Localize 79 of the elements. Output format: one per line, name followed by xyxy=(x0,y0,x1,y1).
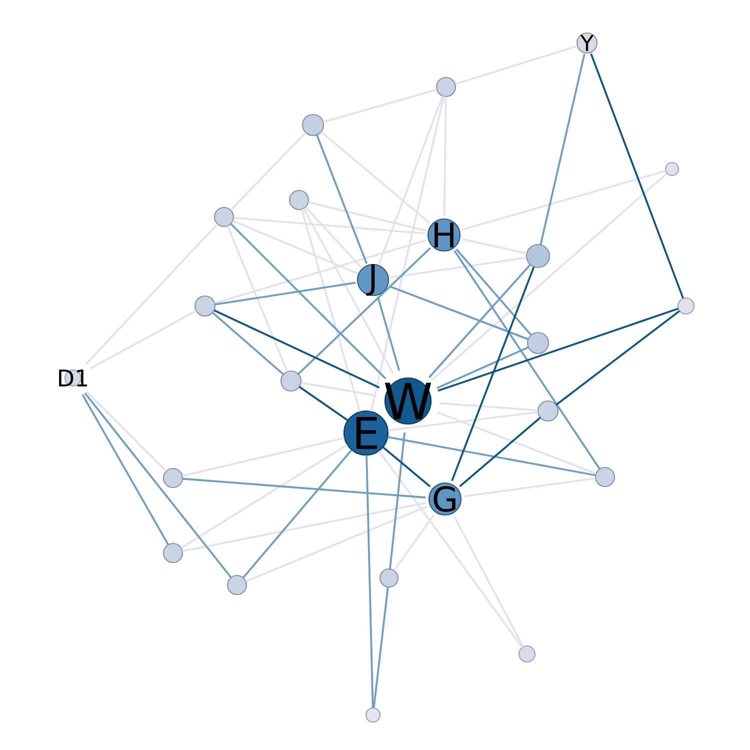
edge-line xyxy=(234,216,426,234)
edge-line xyxy=(300,382,377,397)
node-circle xyxy=(436,76,456,98)
node-circle xyxy=(194,295,216,317)
edge-line xyxy=(462,238,527,254)
edge-line xyxy=(453,516,524,648)
node-circle xyxy=(379,568,399,588)
edge-line xyxy=(230,223,386,380)
edge-line xyxy=(437,412,596,474)
node-circle xyxy=(526,332,550,354)
edge-line xyxy=(182,437,345,477)
edge-line xyxy=(320,131,430,224)
node-circle xyxy=(226,574,248,596)
edge-line xyxy=(440,402,538,412)
node-circle xyxy=(526,244,550,268)
edge-line xyxy=(182,478,426,498)
node-circle xyxy=(302,114,324,136)
edge-line xyxy=(438,308,679,392)
edge-line xyxy=(232,220,358,274)
edge-line xyxy=(214,309,380,388)
edge-line xyxy=(86,390,167,472)
edge-line xyxy=(459,416,541,488)
edge-line xyxy=(462,170,666,231)
edge-line xyxy=(590,53,684,299)
edge-line xyxy=(308,201,426,232)
edge-line xyxy=(394,514,435,572)
edge-line xyxy=(382,446,431,488)
edge-line xyxy=(431,172,668,381)
edge-line xyxy=(316,134,368,264)
edge-line xyxy=(454,46,576,86)
edge-line xyxy=(370,96,445,412)
edge-line xyxy=(182,502,426,552)
edge-line xyxy=(389,285,528,340)
edge-line xyxy=(428,264,531,378)
edge-line xyxy=(302,208,394,374)
edge-line xyxy=(456,248,532,336)
edge-line xyxy=(298,386,348,422)
edge-line xyxy=(372,587,389,708)
edge-line xyxy=(451,266,535,482)
edge-line xyxy=(214,282,356,306)
edge-line xyxy=(389,432,406,569)
edge-line xyxy=(436,346,529,389)
node-circle xyxy=(365,707,381,723)
edge-line xyxy=(89,310,196,370)
node-circle xyxy=(537,400,559,422)
edge-line xyxy=(304,206,362,268)
node-circle xyxy=(162,468,184,488)
node-circle xyxy=(664,162,680,176)
edge-line xyxy=(298,247,432,375)
edge-line xyxy=(378,450,523,648)
edge-line xyxy=(180,444,348,549)
edge-line xyxy=(540,54,586,245)
edge-line xyxy=(388,436,596,476)
node-circle xyxy=(214,206,234,228)
node-circle xyxy=(162,542,184,564)
node-circle xyxy=(518,645,536,663)
edge-line xyxy=(366,455,374,708)
edge-line xyxy=(556,310,680,406)
edge-line xyxy=(226,226,288,372)
edge-line xyxy=(82,394,170,546)
node-circle xyxy=(288,190,310,210)
edge-line xyxy=(388,411,538,432)
edge-line xyxy=(390,256,527,278)
edge-line xyxy=(323,88,437,123)
edge-line xyxy=(376,296,400,371)
edge-line xyxy=(300,209,361,412)
node-circle xyxy=(594,466,616,488)
edge-line xyxy=(378,96,444,264)
node-circle xyxy=(280,370,302,392)
edge-line xyxy=(464,477,596,498)
edge-line xyxy=(85,223,218,365)
edge-line xyxy=(454,250,600,470)
node-circle xyxy=(677,297,695,315)
edge-line xyxy=(246,506,428,582)
edge-line xyxy=(212,312,284,376)
edge-line xyxy=(84,392,232,578)
edge-line xyxy=(242,449,352,578)
edge-line xyxy=(214,239,426,304)
edge-line xyxy=(230,132,306,211)
